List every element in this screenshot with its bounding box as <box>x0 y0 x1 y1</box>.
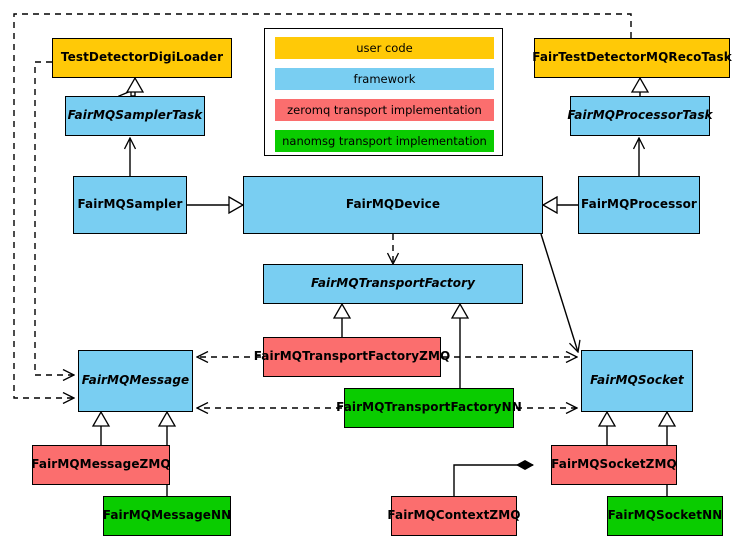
class-label: FairMQProcessorTask <box>567 108 713 123</box>
edge-contextzmq-to-socketzmq <box>453 465 533 496</box>
class-label: FairMQTransportFactory <box>310 276 476 291</box>
class-box-fairmqsampler[interactable]: FairMQSampler <box>73 176 187 234</box>
class-box-fairmqtransportfactoryzmq[interactable]: FairMQTransportFactoryZMQ <box>254 337 450 377</box>
class-box-fairmqtransportfactorynn[interactable]: FairMQTransportFactoryNN <box>336 388 522 428</box>
class-label: TestDetectorDigiLoader <box>60 50 224 65</box>
class-box-fairmqcontextzmq[interactable]: FairMQContextZMQ <box>387 496 520 536</box>
class-label: FairMQMessage <box>81 373 190 388</box>
class-box-fairmqprocessortask[interactable]: FairMQProcessorTask <box>567 96 713 136</box>
class-label: FairMQTransportFactoryNN <box>336 400 522 415</box>
class-box-fairmqmessagezmq[interactable]: FairMQMessageZMQ <box>31 445 171 485</box>
arrowhead-generalization-device-left <box>228 195 245 215</box>
class-label: FairTestDetectorMQRecoTask <box>532 50 732 65</box>
legend-item-user-code: user code <box>275 37 494 59</box>
class-label: FairMQMessageZMQ <box>31 457 171 472</box>
arrowhead-generalization-message-right <box>157 410 177 427</box>
arrowhead-generalization-device-right <box>541 195 558 215</box>
legend-item-nanomsg: nanomsg transport implementation <box>275 130 494 152</box>
legend-item-zeromq: zeromq transport implementation <box>275 99 494 121</box>
arrowhead-generalization-socket-left <box>597 410 617 427</box>
legend-label: zeromq transport implementation <box>287 103 482 117</box>
class-box-fairmqsamplertask[interactable]: FairMQSamplerTask <box>65 96 205 136</box>
class-label: FairMQMessageNN <box>102 508 232 523</box>
arrowhead-generalization-socket-right <box>657 410 677 427</box>
class-box-fairmqmessagenn[interactable]: FairMQMessageNN <box>103 496 231 536</box>
class-label: FairMQTransportFactoryZMQ <box>253 349 451 364</box>
class-box-fairmqprocessor[interactable]: FairMQProcessor <box>578 176 700 234</box>
class-label: FairMQProcessor <box>581 197 697 212</box>
arrowhead-generalization-tf-left <box>332 302 352 319</box>
class-box-testdetectordigiloader[interactable]: TestDetectorDigiLoader <box>52 38 232 78</box>
legend-panel: user code framework zeromq transport imp… <box>264 28 503 156</box>
class-box-fairmqsocketzmq[interactable]: FairMQSocketZMQ <box>551 445 677 485</box>
legend-label: nanomsg transport implementation <box>282 134 487 148</box>
class-label: FairMQSocketNN <box>607 508 723 523</box>
class-label: FairMQSamplerTask <box>67 108 203 123</box>
edge-device-to-socket <box>540 233 578 352</box>
arrowhead-generalization-digiloader <box>125 76 145 93</box>
legend-label: user code <box>356 41 413 55</box>
arrowhead-generalization-tf-right <box>450 302 470 319</box>
class-box-fairmqsocket[interactable]: FairMQSocket <box>581 350 693 412</box>
class-label: FairMQSampler <box>77 197 183 212</box>
class-box-fairmqdevice[interactable]: FairMQDevice <box>243 176 543 234</box>
arrowhead-generalization-message-left <box>91 410 111 427</box>
class-box-fairmqsocketnn[interactable]: FairMQSocketNN <box>607 496 723 536</box>
legend-label: framework <box>353 72 416 86</box>
legend-item-framework: framework <box>275 68 494 90</box>
class-label: FairMQDevice <box>345 197 441 212</box>
class-box-fairmqmessage[interactable]: FairMQMessage <box>78 350 193 412</box>
class-label: FairMQSocketZMQ <box>551 457 677 472</box>
class-box-fairmqtransportfactory[interactable]: FairMQTransportFactory <box>263 264 523 304</box>
class-label: FairMQContextZMQ <box>387 508 521 523</box>
class-label: FairMQSocket <box>590 373 684 388</box>
arrowhead-generalization-recotask <box>630 76 650 93</box>
class-box-fairtestdetectormqrecotask[interactable]: FairTestDetectorMQRecoTask <box>532 38 732 78</box>
